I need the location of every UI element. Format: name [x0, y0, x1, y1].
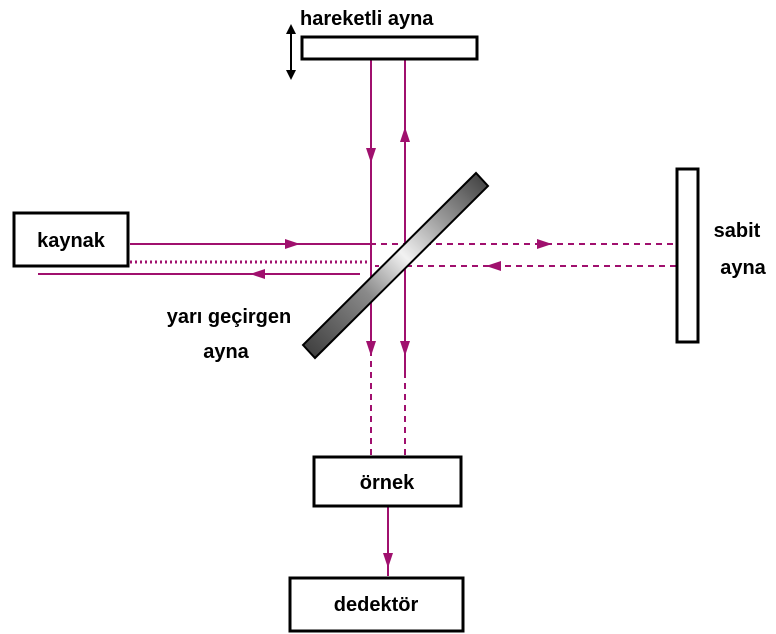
- arrow-right-to-fixed: [537, 239, 552, 249]
- beam-arrows: [250, 127, 552, 568]
- moving-mirror: [300, 35, 479, 61]
- arrow-down-to-detector: [383, 553, 393, 568]
- sample-label: örnek: [360, 472, 415, 494]
- arrow-up-to-moving: [400, 127, 410, 142]
- fixed-mirror-label-line2: ayna: [720, 257, 766, 279]
- arrow-down-right-lower: [400, 341, 410, 356]
- beamsplitter-label-line1: yarı geçirgen: [167, 306, 292, 328]
- source-label: kaynak: [37, 230, 106, 252]
- beamsplitter-mirror: [301, 171, 490, 360]
- arrow-left-returning: [250, 269, 265, 279]
- beamsplitter-label-line2: ayna: [203, 341, 249, 363]
- fixed-mirror-label-line1: sabit: [714, 220, 761, 242]
- arrow-left-from-fixed: [486, 261, 501, 271]
- arrow-down-from-moving: [366, 148, 376, 163]
- moving-mirror-label: hareketli ayna: [300, 8, 434, 30]
- detector-label: dedektör: [334, 594, 419, 616]
- detector-box: [288, 576, 465, 633]
- arrow-right-incoming: [285, 239, 300, 249]
- double-arrow-icon: [286, 24, 296, 80]
- fixed-mirror: [675, 167, 700, 344]
- sample-box: [312, 455, 463, 508]
- source-box: [12, 211, 130, 268]
- arrow-down-left-lower: [366, 341, 376, 356]
